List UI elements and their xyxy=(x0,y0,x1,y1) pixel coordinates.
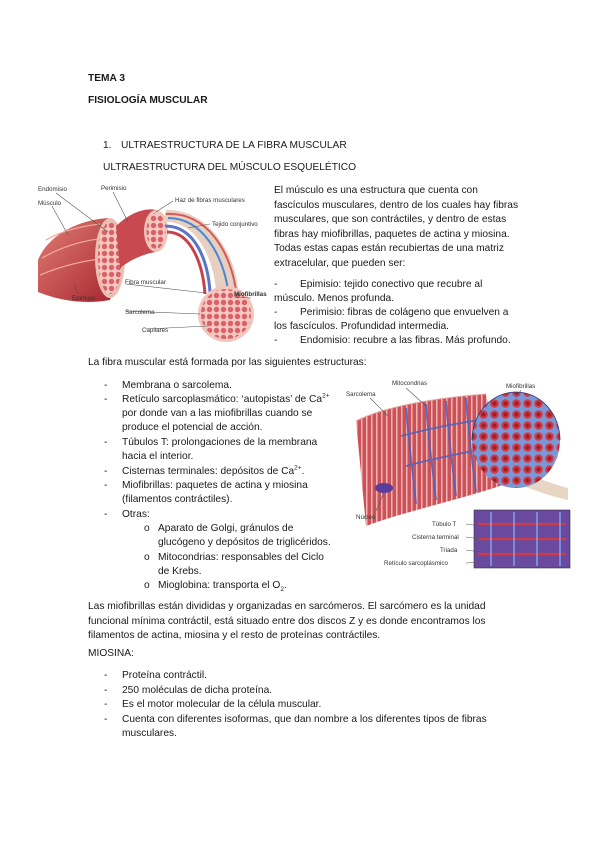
fig1-label-sarcolema: Sarcolema xyxy=(125,309,155,316)
sub-bullet: o xyxy=(144,523,150,534)
list-item-miosina-cont: musculares. xyxy=(122,728,177,739)
list-item-otras: Otras: xyxy=(122,509,150,520)
fig1-label-miofibrillas: Miofibrillas xyxy=(234,291,267,298)
sub-item-mitocondrias-cont: de Krebs. xyxy=(158,566,202,577)
tema-number: TEMA 3 xyxy=(88,73,125,84)
sub-item-golgi: Aparato de Golgi, gránulos de xyxy=(158,523,294,534)
list-item-reticulo-cont: por donde van a las miofibrillas cuando … xyxy=(122,408,313,419)
fig1-label-fibra: Fibra muscular xyxy=(125,279,166,286)
fig2-label-reticulo: Retículo sarcoplásmico xyxy=(384,560,449,567)
myofibril-figure: Sarcolema Mitocondrias Miofibrillas Núcl… xyxy=(346,380,571,569)
list-item-perimisio-cont: los fascículos. Profundidad intermedia. xyxy=(274,321,449,332)
section-heading: ULTRAESTRUCTURA DE LA FIBRA MUSCULAR xyxy=(121,140,347,151)
intro-line: fascículos musculares, dentro de los cua… xyxy=(274,199,519,211)
intro-line: extracelular, que pueden ser: xyxy=(274,257,406,269)
list-item-reticulo: Retículo sarcoplasmático: ‘autopistas’ d… xyxy=(122,393,330,408)
intro-line: musculares, que son contráctiles, y dent… xyxy=(274,214,507,226)
mioglobina-sub: 2 xyxy=(280,586,284,594)
section-subheading: ULTRAESTRUCTURA DEL MÚSCULO ESQUELÉTICO xyxy=(103,162,357,173)
list-bullet: - xyxy=(104,437,108,448)
sarcomero-line: filamentos de actina, miosina y el resto… xyxy=(88,630,381,642)
mioglobina-text: Mioglobina: transporta el O xyxy=(158,580,281,591)
fig1-label-tejido: Tejido conjuntivo xyxy=(212,221,258,228)
list-bullet: - xyxy=(104,480,108,491)
miosina-heading: MIOSINA: xyxy=(88,648,134,659)
fig2-label-sarcolema: Sarcolema xyxy=(346,391,376,398)
cisternas-end: . xyxy=(301,466,305,477)
list-bullet: - xyxy=(104,699,108,710)
cisternas-text: Cisternas terminales: depósitos de Ca xyxy=(122,466,295,477)
sub-item-golgi-cont: glucógeno y depósitos de triglicéridos. xyxy=(158,537,331,548)
page-title: FISIOLOGÍA MUSCULAR xyxy=(88,95,208,106)
sarcomero-paragraph: Las miofibrillas están divididas y organ… xyxy=(88,600,486,644)
fig2-label-cisterna: Cisterna terminal xyxy=(412,534,459,541)
list-bullet: - xyxy=(274,307,278,318)
intro-line: fibras hay miofibrillas, paquetes de act… xyxy=(274,228,510,240)
fig2-label-miofibrillas: Miofibrillas xyxy=(506,383,535,390)
fig2-label-triada: Triada xyxy=(440,547,458,554)
sub-item-mioglobina: Mioglobina: transporta el O2. xyxy=(158,579,287,594)
list-item-perimisio: Perimisio: fibras de colágeno que envuel… xyxy=(300,307,509,318)
intro-line: El músculo es una estructura que cuenta … xyxy=(274,185,478,196)
muscle-structure-figure: Endomisio Músculo Perimisio Haz de fibra… xyxy=(38,185,267,342)
list-item-endomisio: Endomisio: recubre a las fibras. Más pro… xyxy=(300,335,511,346)
list-item-miosina: 250 moléculas de dicha proteína. xyxy=(122,685,273,696)
sub-item-mitocondrias: Mitocondrias: responsables del Ciclo xyxy=(158,552,324,563)
intro-line: Todas estas capas están recubiertas de u… xyxy=(274,243,504,255)
fig2-label-nucleo: Núcleo xyxy=(356,514,376,521)
reticulo-text: Retículo sarcoplasmático: ‘autopistas’ d… xyxy=(122,394,323,405)
list-bullet: - xyxy=(104,380,108,391)
list-bullet: - xyxy=(104,394,108,405)
list-item-membrana: Membrana o sarcolema. xyxy=(122,380,232,391)
cisternas-sup: 2+ xyxy=(294,464,302,472)
list-bullet: - xyxy=(104,466,108,477)
fig1-label-capilares: Capilares xyxy=(142,327,168,334)
list-item-epimisio: Epimisio: tejido conectivo que recubre a… xyxy=(300,279,483,290)
sarcomero-line: funcional mínima contráctil, está situad… xyxy=(88,615,486,627)
list-item-tubulos-cont: hacia el interior. xyxy=(122,451,194,462)
list-item-epimisio-cont: músculo. Menos profunda. xyxy=(274,293,395,304)
reticulo-sup: 2+ xyxy=(322,392,330,400)
list-item-miosina: Es el motor molecular de la célula muscu… xyxy=(122,699,322,710)
list-item-reticulo-cont: produce el potencial de acción. xyxy=(122,422,263,433)
list-item-miofibrillas: Miofibrillas: paquetes de actina y miosi… xyxy=(122,480,308,491)
fig2-label-mitocondrias: Mitocondrias xyxy=(392,380,427,387)
fibra-intro: La fibra muscular está formada por las s… xyxy=(88,357,367,368)
list-item-cisternas: Cisternas terminales: depósitos de Ca2+. xyxy=(122,465,304,480)
fig1-label-musculo: Músculo xyxy=(38,200,62,207)
list-bullet: - xyxy=(104,670,108,681)
list-bullet: - xyxy=(104,509,108,520)
list-item-miosina: Cuenta con diferentes isoformas, que dan… xyxy=(122,714,487,725)
list-bullet: - xyxy=(104,685,108,696)
section-number: 1. xyxy=(103,140,112,151)
fig2-label-tubulo: Túbulo T xyxy=(432,521,457,528)
fig1-label-perimisio: Perimisio xyxy=(101,185,127,192)
list-item-miosina: Proteína contráctil. xyxy=(122,670,207,681)
fig1-label-epimisio: Epimisio xyxy=(72,295,96,302)
list-bullet: - xyxy=(274,279,278,290)
sub-bullet: o xyxy=(144,552,150,563)
fig1-label-endomisio: Endomisio xyxy=(38,186,67,193)
intro-paragraph: El músculo es una estructura que cuenta … xyxy=(274,184,518,272)
list-bullet: - xyxy=(104,714,108,725)
sub-bullet: o xyxy=(144,580,150,591)
mioglobina-end: . xyxy=(283,580,287,591)
list-item-miofibrillas-cont: (filamentos contráctiles). xyxy=(122,494,233,505)
fig1-label-haz: Haz de fibras musculares xyxy=(175,197,245,204)
list-bullet: - xyxy=(274,335,278,346)
list-item-tubulos: Túbulos T: prolongaciones de la membrana xyxy=(122,437,318,448)
sarcomero-line: Las miofibrillas están divididas y organ… xyxy=(88,601,486,612)
